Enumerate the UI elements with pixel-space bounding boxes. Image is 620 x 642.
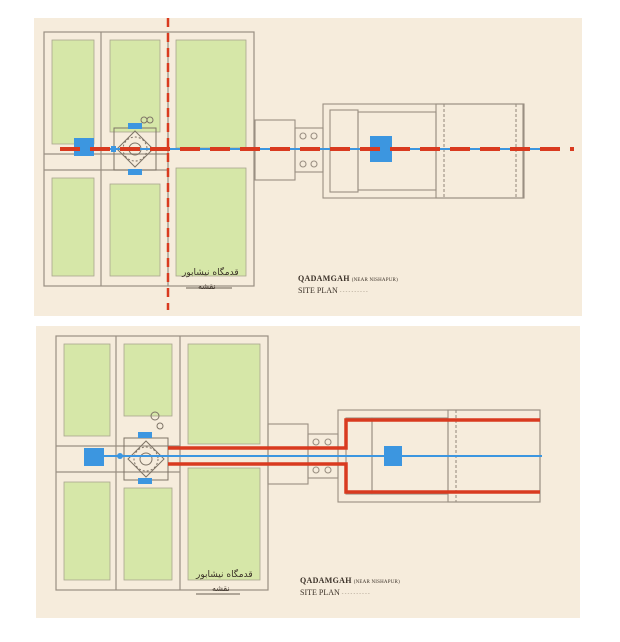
garden-plots [63,343,261,581]
site-plan-top-drawing [34,18,582,316]
plan-caption: QADAMGAH (NEAR NISHAPUR) SITE PLAN - - -… [300,576,400,600]
caption-scale: - - - - - - - - - - [341,592,370,597]
pool-west [74,138,94,156]
persian-subtitle: نقشه [212,584,230,593]
site-plan-bottom: قدمگاه نیشابور نقشه QADAMGAH (NEAR NISHA… [0,326,620,618]
pool-south [128,169,142,175]
garden-enclosure-wall [43,31,255,287]
site-plan-bottom-drawing [36,326,580,618]
pool-north [138,432,152,438]
persian-title: قدمگاه نیشابور [182,268,239,278]
garden-plots [51,39,247,277]
central-pavilion [123,411,169,481]
caption-location: (NEAR NISHAPUR) [353,580,400,585]
pool-west [84,448,104,466]
caption-scale: - - - - - - - - - - [339,290,368,295]
pool-south [138,478,152,484]
pool-north [128,123,142,129]
persian-subtitle: نقشه [198,282,216,291]
caption-title: QADAMGAH [300,576,352,585]
caption-title: QADAMGAH [298,274,350,283]
site-plan-top: قدمگاه نیشابور نقشه QADAMGAH (NEAR NISHA… [0,18,620,316]
processional-corridor [168,418,540,494]
caption-location: (NEAR NISHAPUR) [351,278,398,283]
plan-caption: QADAMGAH (NEAR NISHAPUR) SITE PLAN - - -… [298,274,398,298]
persian-title: قدمگاه نیشابور [196,570,253,580]
caption-site-plan: SITE PLAN [298,286,338,295]
caption-site-plan: SITE PLAN [300,588,340,597]
